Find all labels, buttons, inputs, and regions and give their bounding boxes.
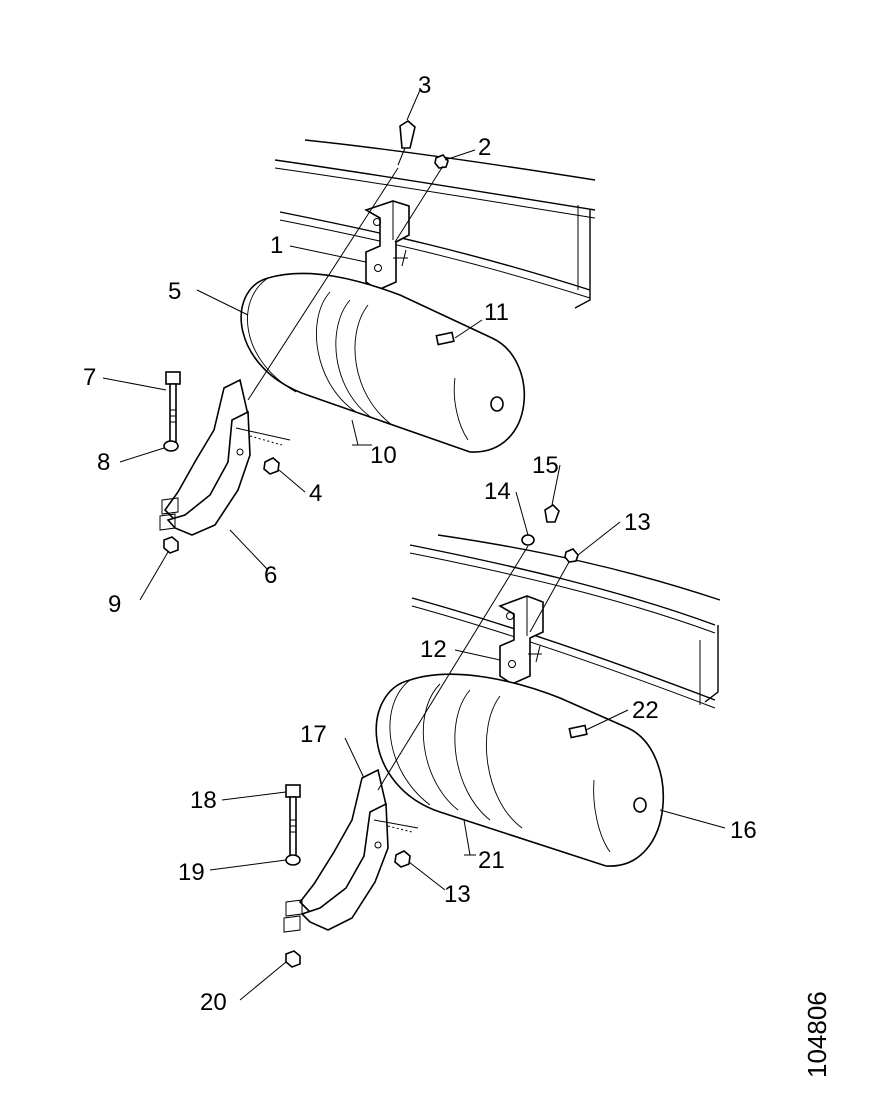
- upper-bolt: [397, 120, 416, 166]
- upper-tank-strap: [159, 378, 291, 536]
- callout-labels: 3 2 1 5 11 7 8 10 4 14 15 13 6 9 12 22 1…: [83, 72, 757, 1016]
- lower-mounting-bracket: [498, 595, 544, 685]
- callout-10: 10: [370, 442, 397, 469]
- callout-3: 3: [418, 72, 431, 99]
- upper-air-tank: [240, 272, 526, 453]
- callout-15: 15: [532, 452, 559, 479]
- callout-16: 16: [730, 817, 757, 844]
- upper-strap-nut-side: [263, 457, 280, 475]
- callout-1: 1: [270, 232, 283, 259]
- callout-14: 14: [484, 478, 511, 505]
- upper-strap-bolt: [165, 371, 181, 449]
- lower-strap-nut-lower: [285, 950, 301, 968]
- callout-4: 4: [309, 480, 322, 507]
- lower-strap-washer: [285, 854, 301, 866]
- callout-7: 7: [83, 364, 96, 391]
- callout-21: 21: [478, 847, 505, 874]
- upper-strap-nut-lower: [163, 536, 179, 554]
- callout-18: 18: [190, 787, 217, 814]
- lower-bracket-bolt: [544, 503, 560, 523]
- callout-20: 20: [200, 989, 227, 1016]
- callout-11: 11: [484, 299, 509, 326]
- callout-8: 8: [97, 449, 110, 476]
- lower-strap-nut-side: [394, 850, 411, 868]
- callout-17: 17: [300, 721, 327, 748]
- callout-5: 5: [168, 278, 181, 305]
- leader-lines: [102, 89, 726, 1001]
- upper-mounting-bracket: [364, 200, 410, 291]
- lower-tank-strap: [283, 768, 419, 933]
- callout-22: 22: [632, 697, 659, 724]
- callout-9: 9: [108, 591, 121, 618]
- lower-air-tank: [375, 673, 665, 867]
- upper-nut: [434, 154, 449, 169]
- callout-13-lower: 13: [444, 881, 471, 908]
- callout-19: 19: [178, 859, 205, 886]
- lower-bracket-nut: [564, 548, 579, 563]
- lower-alignment-line: [377, 545, 529, 791]
- callout-12: 12: [420, 636, 447, 663]
- lower-strap-bolt: [285, 784, 301, 857]
- upper-alignment-line: [247, 167, 399, 401]
- callout-6: 6: [264, 562, 277, 589]
- lower-bracket-washer: [521, 534, 535, 546]
- lower-frame-rail: [409, 534, 721, 709]
- figure-number: 104806: [802, 991, 832, 1078]
- upper-strap-washer: [163, 440, 179, 452]
- callout-13-upper: 13: [624, 509, 651, 536]
- callout-2: 2: [478, 134, 491, 161]
